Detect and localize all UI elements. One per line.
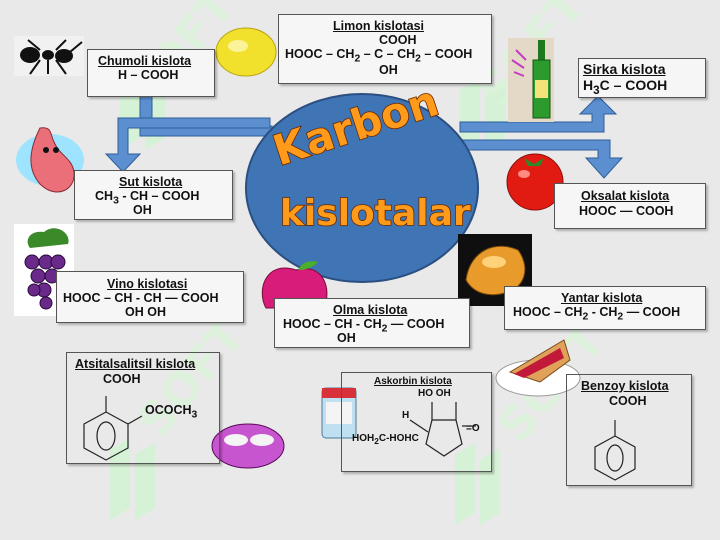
arrow-sut bbox=[104, 117, 271, 173]
central-ellipse bbox=[245, 93, 479, 283]
vino-formula-line1: HOOC – CH - CH — COOH bbox=[63, 291, 219, 305]
limon-formula-line2: HOOC – CH2 – C – CH2 – COOH bbox=[285, 47, 473, 65]
yantar-formula: HOOC – CH2 - CH2 — COOH bbox=[513, 305, 681, 323]
olma-name: Olma kislota bbox=[333, 303, 408, 317]
askorbin-keto: =O bbox=[466, 423, 480, 434]
ascorbic-ring bbox=[409, 402, 476, 457]
olma-formula-line1: HOOC – CH - CH2 — COOH bbox=[283, 317, 445, 335]
atsitil-formula-ococh3: OCOCH3 bbox=[145, 403, 198, 421]
benzoy-name: Benzoy kislota bbox=[581, 379, 669, 393]
card-askorbin: Askorbin kislota HO OH H HOH2C-HOHC =O bbox=[341, 372, 492, 472]
card-sut: Sut kislota CH3 - CH – COOH OH bbox=[74, 170, 233, 220]
yantar-name: Yantar kislota bbox=[561, 291, 643, 305]
card-olma: Olma kislota HOOC – CH - CH2 — COOH OH bbox=[274, 298, 470, 348]
card-yantar: Yantar kislota HOOC – CH2 - CH2 — COOH bbox=[504, 286, 706, 330]
arrow-sirka bbox=[459, 95, 618, 133]
card-chumoli: Chumoli kislota H – COOH bbox=[87, 49, 215, 97]
sirka-name: Sirka kislota bbox=[583, 61, 666, 77]
olma-formula-line2: OH bbox=[337, 331, 356, 345]
card-benzoy: Benzoy kislota COOH bbox=[566, 374, 692, 486]
benzoy-formula: COOH bbox=[609, 394, 647, 408]
arrow-oksalat bbox=[459, 139, 624, 179]
atsitil-name: Atsitalsalitsil kislota bbox=[75, 357, 196, 371]
connector-arrows-right bbox=[459, 95, 624, 179]
chumoli-name: Chumoli kislota bbox=[98, 54, 192, 68]
askorbin-ho-oh: HO OH bbox=[418, 388, 451, 399]
limon-name: Limon kislotasi bbox=[333, 19, 424, 33]
vino-formula-line2: OH OH bbox=[125, 305, 166, 319]
sut-formula-line2: OH bbox=[133, 203, 152, 217]
card-sirka: Sirka kislota H3C – COOH bbox=[578, 58, 706, 98]
limon-formula-line3: OH bbox=[379, 63, 398, 77]
pie-icon bbox=[495, 339, 581, 397]
grapes-icon bbox=[14, 224, 74, 316]
benzene-ring-benzoy bbox=[594, 420, 636, 481]
vino-name: Vino kislotasi bbox=[107, 277, 188, 291]
tomato-icon bbox=[506, 153, 564, 211]
sut-formula-line1: CH3 - CH – COOH bbox=[95, 189, 200, 207]
card-atsitalsalitsil: Atsitalsalitsil kislota COOH OCOCH3 bbox=[66, 352, 220, 464]
card-limon: Limon kislotasi COOH HOOC – CH2 – C – CH… bbox=[278, 14, 492, 84]
ant-icon bbox=[14, 36, 84, 76]
chumoli-formula: H – COOH bbox=[118, 68, 179, 82]
sirka-formula: H3C – COOH bbox=[583, 77, 668, 97]
card-vino: Vino kislotasi HOOC – CH - CH — COOH OH … bbox=[56, 271, 244, 323]
bottle-icon bbox=[508, 38, 554, 122]
benzene-ring-atsitil bbox=[83, 396, 143, 461]
askorbin-name: Askorbin kislota bbox=[374, 376, 452, 387]
sut-name: Sut kislota bbox=[119, 175, 183, 189]
atsitil-formula-cooh: COOH bbox=[103, 372, 141, 386]
vitamin-jar-icon bbox=[321, 387, 357, 439]
pill-icon bbox=[211, 423, 285, 469]
limon-formula-line1: COOH bbox=[379, 33, 417, 47]
oksalat-name: Oksalat kislota bbox=[581, 189, 670, 203]
card-oksalat: Oksalat kislota HOOC — COOH bbox=[554, 183, 706, 229]
title-kislotalar: kislotalar bbox=[280, 193, 471, 234]
askorbin-side-chain: HOH2C-HOHC bbox=[352, 433, 419, 446]
askorbin-h: H bbox=[402, 410, 410, 421]
oksalat-formula: HOOC — COOH bbox=[579, 204, 674, 218]
lemon-icon bbox=[215, 27, 277, 77]
